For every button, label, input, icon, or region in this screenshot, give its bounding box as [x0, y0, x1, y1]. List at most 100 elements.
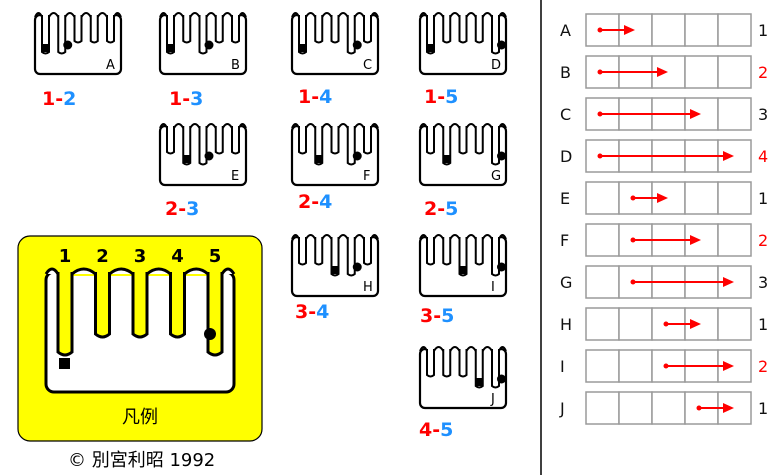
- comb-tooth-crown: [321, 12, 333, 18]
- comb-panel-e: E: [158, 123, 248, 187]
- comb-slot: [426, 349, 435, 378]
- comb-tooth-crown: [96, 12, 108, 18]
- comb-gap: [166, 12, 240, 18]
- square-marker: [298, 44, 307, 52]
- legend-comb-crown: [183, 267, 209, 276]
- comb-tooth-crown: [80, 12, 92, 18]
- pair-label-j: 4-5: [419, 419, 453, 441]
- arrow-head: [657, 193, 668, 203]
- comb-slot: [458, 15, 468, 44]
- comb-tooth-crown: [419, 123, 428, 129]
- comb-tooth-crown: [465, 123, 477, 129]
- comb-tooth-crown: [465, 12, 477, 18]
- grid-cell: [717, 223, 752, 257]
- comb-slot: [330, 237, 340, 277]
- comb-slot: [57, 15, 67, 55]
- comb-slot: [426, 15, 435, 55]
- dot-marker: [204, 40, 214, 50]
- comb-tooth-crown: [370, 12, 379, 18]
- comb-tooth-crown: [159, 123, 168, 129]
- comb-slot: [182, 15, 192, 44]
- comb-tooth-crown: [433, 234, 445, 240]
- comb-slot: [166, 126, 175, 155]
- panel-letter: G: [491, 169, 501, 184]
- comb-slot: [41, 15, 50, 55]
- row-count: 2: [758, 231, 768, 250]
- comb-slot: [458, 237, 468, 277]
- comb-tooth-crown: [498, 346, 507, 352]
- comb-slot: [314, 126, 324, 166]
- pair-label-e: 2-3: [165, 198, 199, 220]
- panel-letter: A: [106, 58, 115, 73]
- comb-slot: [298, 237, 307, 266]
- comb-tooth-crown: [337, 123, 349, 129]
- row-count: 2: [758, 357, 768, 376]
- comb-slot: [346, 15, 356, 55]
- panels-layer: A1-2B1-3C1-4D1-5E2-3F2-4G2-5H3-4I3-5J4-5: [33, 12, 508, 441]
- comb-slot: [214, 15, 224, 44]
- arrow-head: [690, 235, 701, 245]
- legend-comb-crown: [146, 267, 172, 276]
- grid-cell: [618, 349, 653, 383]
- legend-comb-slot: [131, 272, 149, 339]
- arrow-head: [723, 151, 734, 161]
- comb-slot: [426, 126, 435, 155]
- comb-tooth-crown: [113, 12, 122, 18]
- dot-marker: [497, 262, 506, 272]
- comb-tooth-crown: [498, 234, 507, 240]
- comb-tooth-crown: [205, 12, 217, 18]
- comb-tooth-crown: [337, 234, 349, 240]
- comb-slot: [458, 349, 468, 378]
- dot-marker: [352, 151, 362, 161]
- comb-gap: [426, 234, 500, 240]
- legend-square-marker: [59, 358, 70, 369]
- comb-slot: [330, 15, 340, 44]
- legend-dot-marker: [204, 328, 216, 340]
- comb-panel-f: F: [290, 123, 380, 187]
- row-count: 1: [758, 399, 768, 418]
- comb-tooth-crown: [189, 12, 201, 18]
- comb-tooth-crown: [34, 12, 43, 18]
- grid-cell: [684, 55, 719, 89]
- comb-gap: [298, 123, 372, 129]
- comb-slot: [491, 349, 500, 389]
- pair-label-b: 1-3: [169, 88, 203, 110]
- grid-cell: [618, 391, 653, 425]
- comb-tooth-crown: [370, 234, 379, 240]
- row-letter: I: [560, 357, 565, 376]
- comb-slot: [214, 126, 224, 155]
- square-marker: [182, 155, 191, 163]
- arrow-head: [657, 67, 668, 77]
- comb-tooth-crown: [291, 234, 300, 240]
- legend-comb-crown: [220, 267, 236, 275]
- grid-cell: [651, 13, 686, 47]
- comb-tooth-crown: [305, 123, 317, 129]
- comb-tooth-crown: [291, 123, 300, 129]
- comb-tooth-crown: [449, 12, 461, 18]
- grid-cell: [717, 97, 752, 131]
- comb-slot: [491, 126, 500, 166]
- comb-tooth-crown: [305, 234, 317, 240]
- comb-tooth-crown: [221, 123, 233, 129]
- legend-number-2: 2: [96, 246, 109, 267]
- panel-letter: D: [491, 58, 501, 73]
- legend-comb-crown: [71, 267, 97, 276]
- comb-tooth-crown: [305, 12, 317, 18]
- comb-tooth-crown: [189, 123, 201, 129]
- comb-slot: [442, 15, 452, 44]
- comb-panel-a: A: [33, 12, 123, 76]
- comb-tooth-crown: [321, 123, 333, 129]
- arrow-head: [624, 25, 635, 35]
- grid-cell: [618, 307, 653, 341]
- arrow-head: [723, 277, 734, 287]
- comb-tooth-crown: [205, 123, 217, 129]
- comb-tooth-crown: [449, 123, 461, 129]
- grid-cell: [585, 391, 620, 425]
- legend-comb-crown: [44, 267, 60, 275]
- row-count: 1: [758, 21, 768, 40]
- comb-tooth-crown: [353, 12, 365, 18]
- row-letter: H: [560, 315, 572, 334]
- comb-panel-c: C: [290, 12, 380, 76]
